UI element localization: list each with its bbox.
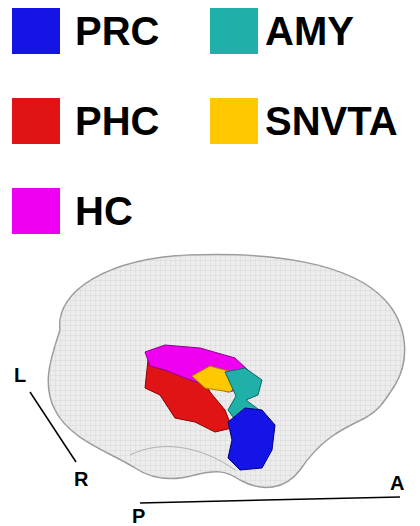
legend-text: PRC <box>75 8 159 54</box>
legend-swatch <box>12 8 60 54</box>
axis-label: A <box>390 472 404 494</box>
legend-swatch <box>12 98 60 144</box>
axis-label: R <box>74 468 88 490</box>
legend-text: SNVTA <box>265 98 398 144</box>
axis-label: L <box>14 364 26 386</box>
brain-outline <box>48 255 404 488</box>
pa-axis <box>140 497 400 503</box>
legend-text: PHC <box>75 98 159 144</box>
prc-region <box>228 408 275 470</box>
legend-swatch <box>210 8 258 54</box>
legend-text: AMY <box>265 8 354 54</box>
axis-label: P <box>132 505 145 526</box>
legend-swatch <box>210 98 258 144</box>
legend-text: HC <box>75 188 133 234</box>
lr-axis <box>30 392 76 462</box>
legend-swatch <box>12 188 60 234</box>
